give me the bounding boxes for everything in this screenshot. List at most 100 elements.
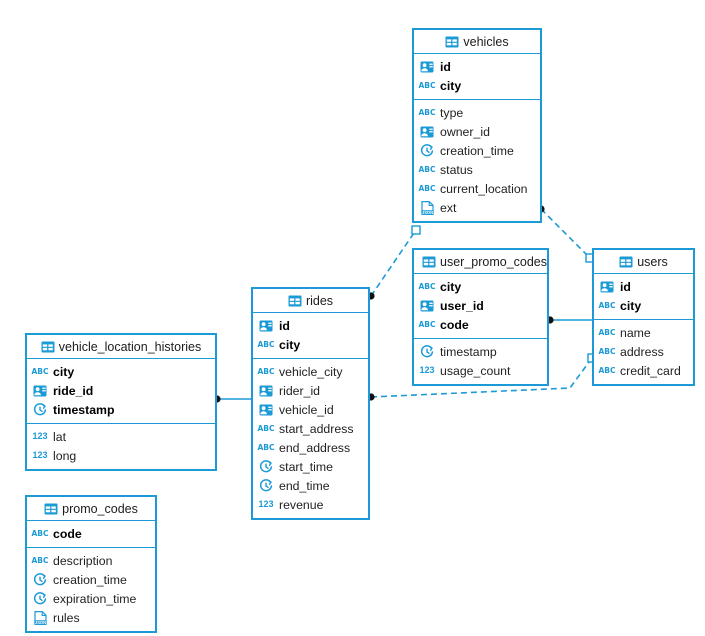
- table-grid-icon: [44, 503, 58, 515]
- field-users-credit_card[interactable]: ABC credit_card: [594, 361, 693, 380]
- field-rides-start_address[interactable]: ABC start_address: [253, 419, 368, 438]
- field-label: address: [620, 344, 664, 359]
- field-label: timestamp: [440, 344, 497, 359]
- field-label: timestamp: [53, 402, 115, 417]
- field-label: id: [620, 279, 631, 294]
- abc-icon: ABC: [31, 528, 49, 538]
- field-vehicle_location_histories-ride_id[interactable]: ride_id: [27, 381, 215, 400]
- table-header-user_promo_codes[interactable]: user_promo_codes: [414, 250, 547, 274]
- field-label: name: [620, 325, 651, 340]
- field-label: rules: [53, 610, 80, 625]
- relationship-endpoint-square: [411, 225, 421, 235]
- abc-icon: ABC: [598, 365, 616, 375]
- 123-icon: 123: [32, 450, 48, 460]
- abc-icon: ABC: [257, 423, 275, 433]
- table-header-promo_codes[interactable]: promo_codes: [27, 497, 155, 521]
- clock-icon: [258, 478, 274, 493]
- abc-icon: ABC: [598, 300, 616, 310]
- field-vehicles-owner_id[interactable]: owner_id: [414, 122, 540, 141]
- field-promo_codes-expiration_time[interactable]: expiration_time: [27, 589, 155, 608]
- field-user_promo_codes-user_id[interactable]: user_id: [414, 296, 547, 315]
- field-rides-vehicle_id[interactable]: vehicle_id: [253, 400, 368, 419]
- field-user_promo_codes-timestamp[interactable]: timestamp: [414, 342, 547, 361]
- id-card-icon: [258, 319, 274, 333]
- table-grid-icon: [41, 341, 55, 353]
- table-name: users: [637, 255, 668, 269]
- field-label: credit_card: [620, 363, 681, 378]
- field-label: start_address: [279, 421, 354, 436]
- field-label: end_time: [279, 478, 330, 493]
- field-rides-id[interactable]: id: [253, 316, 368, 335]
- field-vehicles-creation_time[interactable]: creation_time: [414, 141, 540, 160]
- field-label: city: [440, 78, 462, 93]
- json-document-icon: JSON: [32, 610, 48, 625]
- table-header-rides[interactable]: rides: [253, 289, 368, 313]
- table-header-users[interactable]: users: [594, 250, 693, 274]
- table-header-vehicles[interactable]: vehicles: [414, 30, 540, 54]
- table-header-vehicle_location_histories[interactable]: vehicle_location_histories: [27, 335, 215, 359]
- table-grid-icon: [288, 295, 302, 307]
- field-rides-end_time[interactable]: end_time: [253, 476, 368, 495]
- field-promo_codes-creation_time[interactable]: creation_time: [27, 570, 155, 589]
- field-vehicles-id[interactable]: id: [414, 57, 540, 76]
- field-label: end_address: [279, 440, 351, 455]
- clock-icon: [258, 459, 274, 474]
- field-rides-rider_id[interactable]: rider_id: [253, 381, 368, 400]
- field-label: expiration_time: [53, 591, 137, 606]
- id-card-icon: [258, 384, 274, 398]
- abc-icon: ABC: [418, 107, 436, 117]
- field-users-id[interactable]: id: [594, 277, 693, 296]
- relationship-vehicle_location_histories-to-rides: [213, 395, 251, 403]
- table-name: promo_codes: [62, 502, 138, 516]
- clock-icon: [32, 402, 48, 417]
- abc-icon: ABC: [418, 281, 436, 291]
- field-label: ride_id: [53, 383, 94, 398]
- table-name: vehicle_location_histories: [58, 340, 202, 354]
- field-label: rider_id: [279, 383, 321, 398]
- id-card-icon: [419, 60, 435, 74]
- field-rides-start_time[interactable]: start_time: [253, 457, 368, 476]
- svg-text:JSON: JSON: [421, 209, 432, 214]
- abc-icon: ABC: [418, 164, 436, 174]
- field-vehicle_location_histories-timestamp[interactable]: timestamp: [27, 400, 215, 419]
- table-name: rides: [305, 294, 334, 308]
- abc-icon: ABC: [257, 366, 275, 376]
- abc-icon: ABC: [418, 183, 436, 193]
- field-label: owner_id: [440, 124, 490, 139]
- field-promo_codes-rules[interactable]: JSON rules: [27, 608, 155, 627]
- field-label: start_time: [279, 459, 333, 474]
- abc-icon: ABC: [418, 319, 436, 329]
